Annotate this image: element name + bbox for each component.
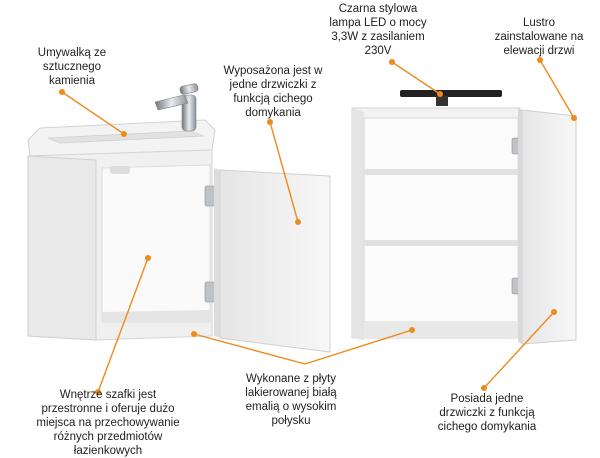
mirror-cabinet — [351, 90, 577, 345]
leader-lines — [61, 59, 575, 393]
leader-dots — [59, 57, 577, 395]
callout-lamp: Czarna stylowa lampa LED o mocy 3,3W z z… — [329, 3, 427, 57]
led-lamp-icon — [400, 90, 502, 106]
callout-door-left: Wyposażona jest w jedne drzwiczki z funk… — [223, 65, 323, 119]
callout-door-right: Posiada jedne drzwiczki z funkcją cicheg… — [437, 393, 537, 433]
callout-interior: Wnętrze szafki jest przestronne i oferuj… — [36, 389, 180, 457]
callout-mirror: Lustro zainstalowane na elewacji drzwi — [494, 17, 584, 57]
faucet-icon — [154, 83, 199, 132]
callout-finish: Wykonane z płyty lakierowanej białą emal… — [245, 373, 337, 427]
callout-basin: Umywalką ze sztucznego kamienia — [37, 47, 107, 87]
vanity-cabinet — [27, 83, 331, 353]
